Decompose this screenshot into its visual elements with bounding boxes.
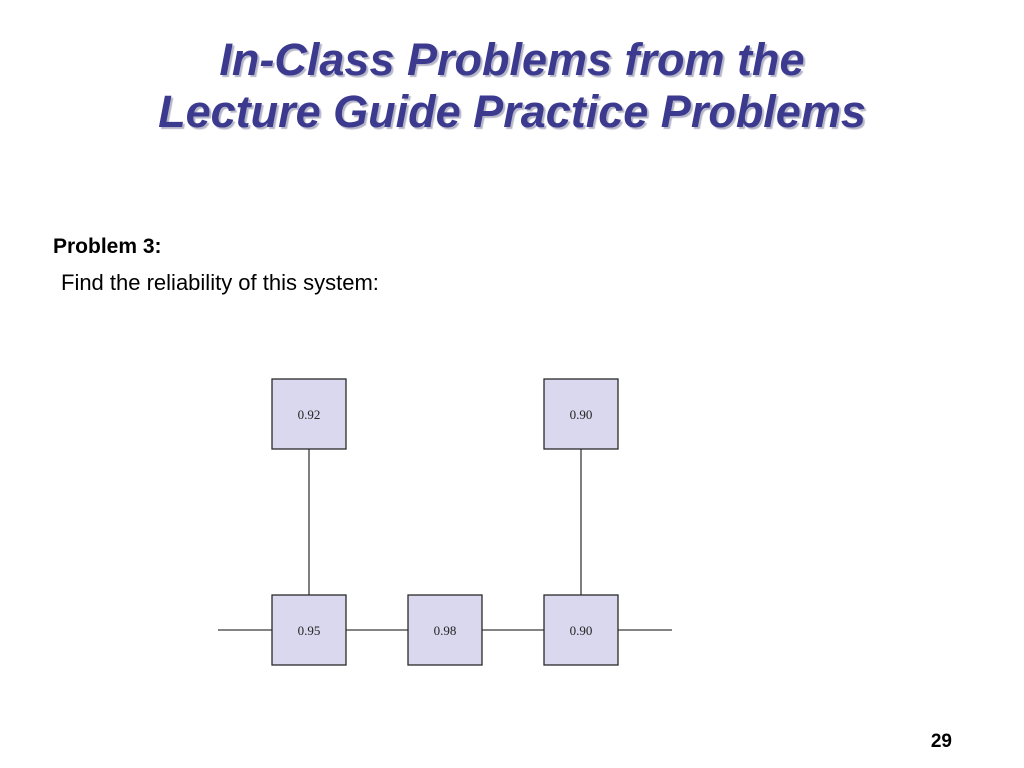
component-box — [271, 378, 347, 450]
component-box — [407, 594, 483, 666]
component-top-right: 0.90 — [543, 378, 619, 450]
component-label: 0.98 — [434, 623, 457, 638]
problem-text: Find the reliability of this system: — [61, 270, 379, 295]
slide-title-line-1: In-Class Problems from the — [219, 34, 805, 85]
component-label: 0.92 — [298, 407, 321, 422]
page-number: 29 — [930, 731, 952, 752]
component-top-left: 0.92 — [271, 378, 347, 450]
slide-title: In-Class Problems from the Lecture Guide… — [0, 34, 1024, 138]
component-bottom-middle: 0.98 — [407, 594, 483, 666]
slide-title-line-2: Lecture Guide Practice Problems — [158, 86, 866, 137]
component-box — [271, 594, 347, 666]
component-box — [543, 378, 619, 450]
component-label: 0.90 — [570, 407, 593, 422]
component-bottom-right: 0.90 — [543, 594, 619, 666]
component-bottom-left: 0.95 — [271, 594, 347, 666]
component-box — [543, 594, 619, 666]
component-label: 0.90 — [570, 623, 593, 638]
component-label: 0.95 — [298, 623, 321, 638]
connection-lines — [218, 449, 672, 631]
problem-heading: Problem 3: — [53, 235, 162, 258]
